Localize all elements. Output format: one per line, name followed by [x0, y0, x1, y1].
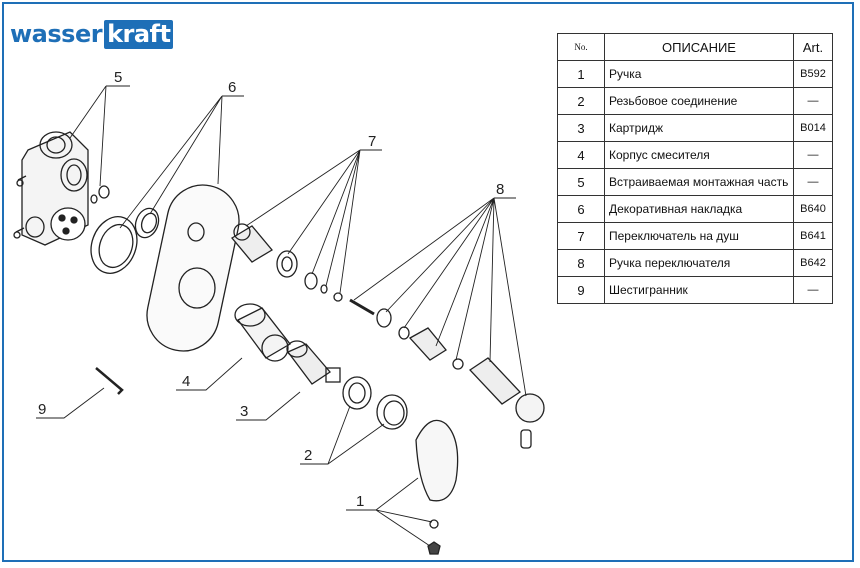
mixer-body-part — [234, 303, 291, 362]
cell-no: 6 — [557, 195, 605, 223]
cell-description: Корпус смесителя — [604, 141, 794, 169]
hex-key-part — [95, 367, 124, 395]
cell-no: 1 — [557, 60, 605, 88]
cartridge-part — [286, 340, 341, 385]
cell-art: B592 — [793, 60, 833, 88]
cell-description: Встраиваемая монтажная часть — [604, 168, 794, 196]
brand-logo: wasser kraft — [10, 18, 174, 50]
cell-art: — — [793, 276, 833, 304]
brand-text-wasser: wasser — [10, 20, 103, 48]
brand-text-kraft: kraft — [104, 19, 174, 49]
handle-part — [415, 419, 459, 555]
cell-no: 4 — [557, 141, 605, 169]
callout-6: 6 — [228, 79, 236, 96]
callout-3: 3 — [240, 403, 248, 420]
decorative-plate-part — [90, 184, 240, 352]
cell-description: Резьбовое соединение — [604, 87, 794, 115]
callout-labels: 5 6 7 8 4 3 2 1 9 — [38, 69, 504, 510]
cell-art: — — [793, 168, 833, 196]
cell-no: 2 — [557, 87, 605, 115]
callout-1: 1 — [356, 493, 364, 510]
cell-description: Картридж — [604, 114, 794, 142]
cell-description: Переключатель на душ — [604, 222, 794, 250]
callout-2: 2 — [304, 447, 312, 464]
callout-9: 9 — [38, 401, 46, 418]
callout-4: 4 — [182, 373, 190, 390]
callout-8: 8 — [496, 181, 504, 198]
cell-no: 9 — [557, 276, 605, 304]
cell-art: — — [793, 141, 833, 169]
cell-art: B014 — [793, 114, 833, 142]
header-description: ОПИСАНИЕ — [604, 33, 794, 61]
cell-art: B642 — [793, 249, 833, 277]
threaded-connection-part — [342, 376, 408, 430]
cell-art: — — [793, 87, 833, 115]
cell-art: B640 — [793, 195, 833, 223]
callout-5: 5 — [114, 69, 122, 86]
diverter-handle-part — [349, 298, 545, 449]
mounting-body-part — [13, 131, 110, 246]
leader-lines — [36, 85, 527, 547]
cell-description: Ручка переключателя — [604, 249, 794, 277]
diverter-part — [231, 223, 343, 302]
page-frame — [2, 2, 854, 562]
callout-7: 7 — [368, 133, 376, 150]
